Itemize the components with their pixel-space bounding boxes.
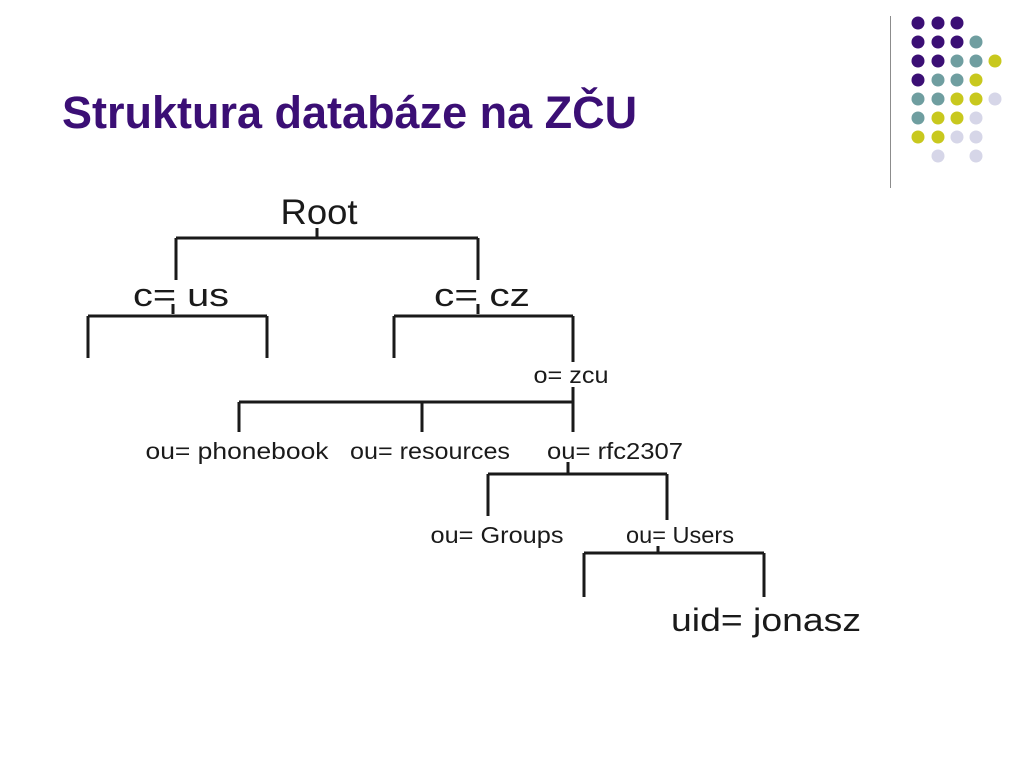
edge-root-countries (174, 228, 480, 280)
edge-rfc2307-children (486, 462, 669, 520)
node-uid-jonasz: uid= jonasz (671, 602, 861, 638)
node-ou-groups: ou= Groups (431, 522, 564, 548)
slide-title: Struktura databáze na ZČU (62, 87, 638, 138)
node-root: Root (281, 193, 358, 232)
node-c-us: c= us (133, 277, 229, 313)
node-ou-users: ou= Users (626, 522, 734, 548)
edge-c-us-children (86, 304, 269, 358)
node-o-zcu: o= zcu (534, 362, 609, 388)
node-c-cz: c= cz (434, 277, 530, 313)
node-ou-phonebook: ou= phonebook (146, 438, 330, 464)
edge-users-children (582, 546, 766, 597)
node-ou-rfc2307: ou= rfc2307 (547, 438, 683, 464)
edge-o-zcu-children (237, 387, 575, 432)
node-ou-resources: ou= resources (350, 438, 510, 464)
edge-c-cz-children (392, 304, 575, 362)
title-divider-line (890, 16, 891, 188)
